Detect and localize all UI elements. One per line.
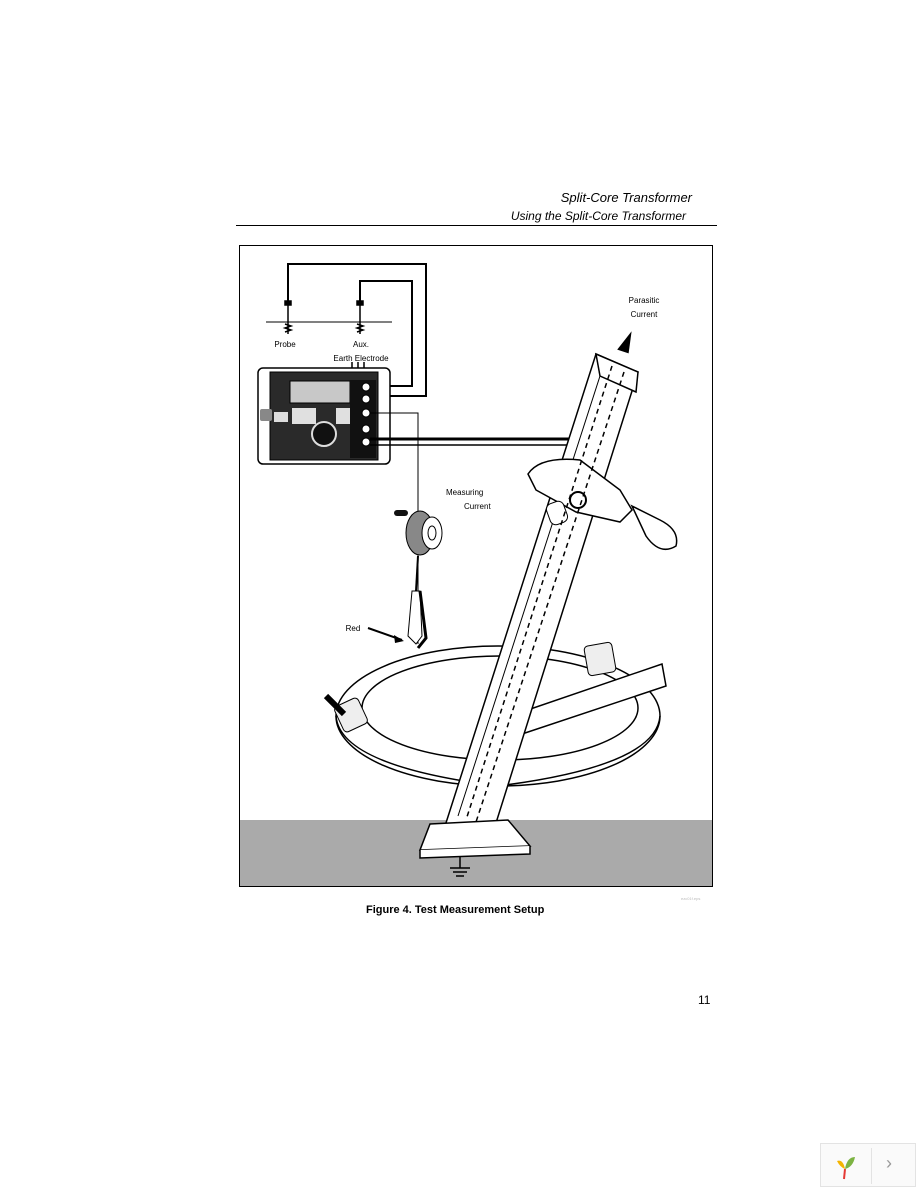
figure-caption: Figure 4. Test Measurement Setup <box>366 904 545 916</box>
label-measuring-current: Measuring Current <box>446 486 506 514</box>
next-page-icon[interactable]: › <box>886 1153 892 1173</box>
page-number: 11 <box>698 993 711 1007</box>
probe-wiring <box>287 263 427 397</box>
red-lead-arrowhead <box>394 635 404 643</box>
label-measuring-line2: Current <box>464 502 491 511</box>
widget-divider <box>871 1148 872 1184</box>
figure-frame: Probe Aux. Earth Electrode Parasitic Cur… <box>239 245 713 887</box>
current-flow-arrows <box>465 365 625 823</box>
setup-illustration <box>240 263 712 886</box>
viewer-nav-widget: › <box>820 1143 916 1187</box>
label-measuring-line1: Measuring <box>446 488 484 497</box>
label-parasitic-line1: Parasitic <box>628 296 660 305</box>
probe-stake <box>282 300 294 334</box>
label-parasitic-line2: Current <box>630 310 658 319</box>
viewer-logo-icon[interactable] <box>831 1151 861 1181</box>
label-parasitic-current: Parasitic Current <box>616 294 672 322</box>
aux-electrode-stake <box>354 300 366 334</box>
header-rule <box>236 225 717 226</box>
header-subtitle: Using the Split-Core Transformer <box>510 209 686 223</box>
label-aux-electrode: Aux. Earth Electrode <box>318 338 404 366</box>
figure-id: ezc01f.eps <box>681 896 701 901</box>
parasitic-arrowhead <box>617 331 632 354</box>
earth-tester-meter <box>257 362 391 465</box>
cable-clamp <box>527 458 678 551</box>
label-aux-line2: Earth Electrode <box>333 354 389 363</box>
header-title: Split-Core Transformer <box>560 190 692 205</box>
cable-reel <box>394 510 443 649</box>
label-aux-line1: Aux. <box>352 340 369 349</box>
label-probe: Probe <box>274 340 296 349</box>
label-red: Red <box>345 624 361 633</box>
ground-icon <box>450 856 470 877</box>
